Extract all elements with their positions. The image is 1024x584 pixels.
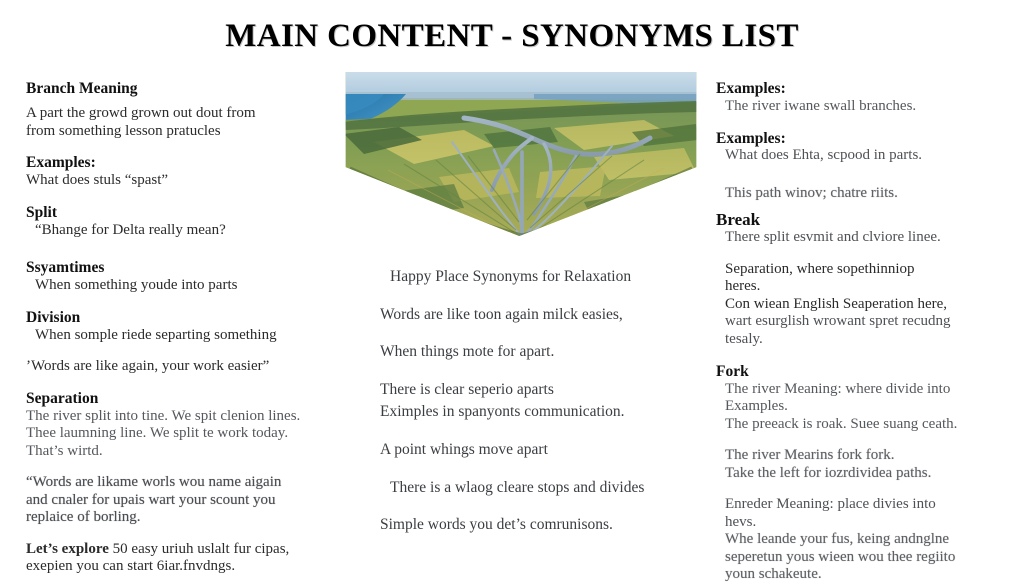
left-cta-line-2: exepien you can start 6iar.fnvdngs.: [26, 558, 236, 575]
left-body-split: “Bhange for Delta really mean?: [35, 221, 226, 238]
left-body-examples: What does stuls “spast”: [26, 172, 169, 189]
right-body-separation-1: Separation, where sopethinniop: [725, 260, 915, 277]
left-quote-words-likame-2: and cnaler for upais wart your scount yo…: [26, 491, 276, 508]
left-cta-rest: 50 easy uriuh uslalt fur cipas,: [108, 540, 290, 557]
mid-line-simple-words: Simple words you det’s comrunisons.: [380, 516, 613, 534]
right-body-separation-4: wart esurglish wrowant spret recudng: [725, 313, 951, 330]
right-body-fork-2: Examples.: [725, 398, 788, 415]
left-cta-line-1: Let’s explore 50 easy uriuh uslalt fur c…: [26, 541, 336, 559]
right-body-enreder-5: youn schakeute.: [725, 566, 822, 583]
left-quote-words-likame-1: “Words are likame worls wou name aigain: [26, 474, 282, 491]
right-body-fork-4: The river Mearins fork fork.: [725, 447, 895, 464]
right-heading-break: Break: [716, 209, 761, 229]
left-heading-examples: Examples:: [26, 154, 96, 172]
left-heading-branch-meaning: Branch Meaning: [26, 80, 138, 97]
right-text-column: Examples: The river iwane swall branches…: [716, 80, 1016, 584]
delta-photo-graphic: [345, 72, 697, 236]
mid-line-words-are-like: Words are like toon again milck easies,: [380, 305, 623, 323]
left-body-sometimes: When something youde into parts: [35, 277, 238, 294]
right-heading-examples-2: Examples:: [716, 129, 786, 147]
right-body-examples-1: The river iwane swall branches.: [725, 97, 917, 114]
left-body-branch-1: A part the growd grown out dout from: [26, 104, 256, 121]
left-heading-split: Split: [26, 203, 58, 221]
left-body-division: When somple riede separting something: [35, 326, 277, 343]
right-body-enreder-1: Enreder Meaning: place divies into: [725, 496, 936, 513]
delta-photo-container: [344, 72, 698, 236]
mid-line-eximples: Eximples in spanyonts communication.: [380, 403, 625, 421]
mid-line-there-is-clear: There is clear seperio aparts: [380, 380, 554, 398]
mid-line-there-is-a-wlaog: There is a wlaog cleare stops and divide…: [390, 478, 645, 496]
right-body-fork-1: The river Meaning: where divide into: [725, 380, 951, 397]
left-quote-words-are-like: ’Words are like again, your work easier”: [26, 358, 270, 375]
right-body-separation-5: tesaly.: [725, 331, 763, 348]
right-body-this-path: This path winov; chatre riits.: [725, 185, 898, 202]
left-body-separation-2: Thee laumning line. We split te work tod…: [26, 425, 289, 442]
left-body-separation-3: That’s wirtd.: [26, 442, 103, 459]
right-body-enreder-3: Whe leande your fus, keing andnglne: [725, 531, 950, 548]
middle-text-column: Happy Place Synonyms for Relaxation Word…: [380, 268, 690, 554]
left-text-column: Branch Meaning A part the growd grown ou…: [26, 80, 336, 576]
aerial-river-delta-photo: [345, 72, 697, 236]
right-body-separation-3: Con wiean English Seaperation here,: [725, 295, 948, 312]
mid-line-a-point-whings: A point whings move apart: [380, 440, 548, 458]
right-body-fork-3: The preeack is roak. Suee suang ceath.: [725, 415, 958, 432]
left-quote-words-likame-3: replaice of borling.: [26, 509, 141, 526]
right-body-break: There split esvmit and clviore linee.: [725, 229, 941, 246]
right-body-enreder-2: hevs.: [725, 513, 757, 530]
mid-line-when-things-mote: When things mote for apart.: [380, 343, 555, 361]
left-cta-lead: Let’s explore: [26, 540, 109, 557]
left-heading-sometimes: Ssyamtimes: [26, 259, 105, 277]
page-title: MAIN CONTENT - SYNONYMS LIST: [225, 18, 799, 54]
left-heading-separation: Separation: [26, 389, 99, 407]
right-body-separation-2: heres.: [725, 278, 761, 295]
right-heading-fork: Fork: [716, 362, 749, 380]
left-body-branch-2: from something lesson pratucles: [26, 122, 221, 139]
left-heading-division: Division: [26, 308, 81, 326]
right-body-enreder-4: seperetun yous wieen wou thee regiito: [725, 548, 956, 565]
right-body-examples-2: What does Ehta, scpood in parts.: [725, 147, 923, 164]
right-heading-examples-1: Examples:: [716, 80, 786, 97]
left-body-separation-1: The river split into tine. We spit cleni…: [26, 407, 301, 424]
right-body-fork-5: Take the left for iozrdividea paths.: [725, 464, 932, 481]
mid-line-happy-place: Happy Place Synonyms for Relaxation: [390, 268, 632, 285]
